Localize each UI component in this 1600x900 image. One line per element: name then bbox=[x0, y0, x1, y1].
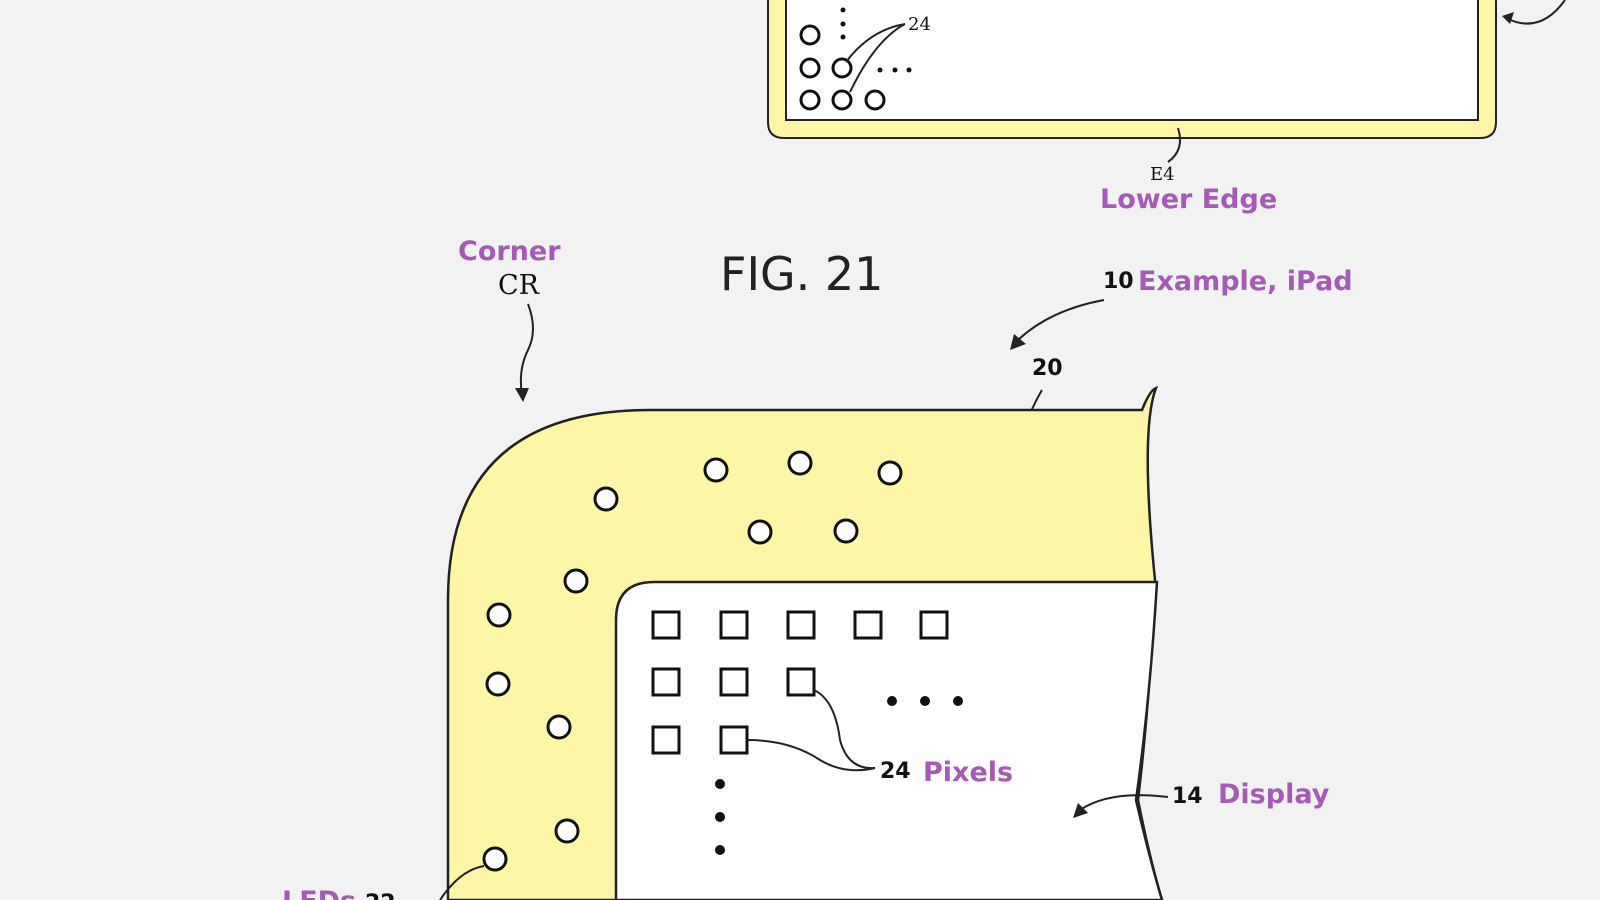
pixels-label: Pixels bbox=[923, 757, 1013, 788]
top-led-circles bbox=[799, 24, 886, 111]
pixel-squares bbox=[651, 610, 949, 755]
corner-label: Corner bbox=[458, 236, 561, 267]
example-label: Example, iPad bbox=[1138, 266, 1353, 297]
example-ref: 10 bbox=[1103, 269, 1134, 294]
lower-edge-label: Lower Edge bbox=[1100, 184, 1277, 215]
leds-label: LEDs bbox=[282, 886, 356, 900]
pixels-ref: 24 bbox=[880, 759, 911, 784]
corner-ref: CR bbox=[498, 270, 540, 301]
figure-title: FIG. 21 bbox=[720, 247, 883, 301]
upper-device: 24 E4 Lower Edge bbox=[767, 0, 1566, 215]
display-ref: 14 bbox=[1172, 784, 1203, 809]
border-ref: 20 bbox=[1032, 356, 1063, 381]
led-circles bbox=[482, 450, 903, 872]
lower-edge-ref: E4 bbox=[1150, 164, 1175, 185]
top-pixels-ref: 24 bbox=[908, 14, 931, 35]
leds-ref: 22 bbox=[365, 891, 396, 900]
display-label: Display bbox=[1218, 779, 1330, 810]
device-corner bbox=[446, 385, 1164, 900]
ellipsis-dots bbox=[715, 696, 963, 855]
